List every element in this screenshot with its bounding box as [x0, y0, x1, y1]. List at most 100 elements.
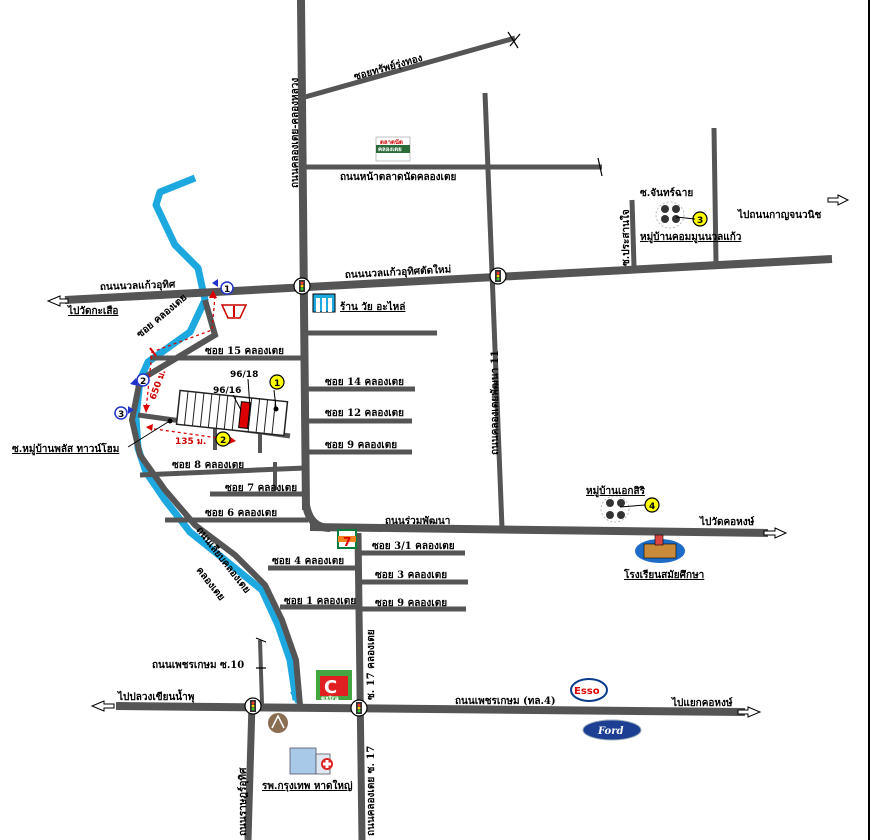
arrow-650-bot [143, 405, 150, 413]
ford-text: Ford [597, 726, 623, 737]
marker-2: 2 [215, 431, 231, 447]
right-frame-border [868, 0, 870, 840]
svg-text:2: 2 [140, 377, 146, 387]
traffic-light-1 [293, 277, 311, 295]
label-village-4: หมู่บ้านเอกสิริ [586, 485, 646, 498]
label-market-road: ถนนหน้าตลาดนัดคลองเตย [340, 171, 456, 183]
plot-label-96-18: 96/18 [230, 370, 258, 380]
road-rat-uthit [244, 703, 256, 840]
ford-icon [582, 719, 642, 741]
label-shop: ร้าน วัย อะไหล่ [340, 300, 405, 313]
bank-icon [268, 713, 288, 733]
label-school: โรงเรียนสมัยศึกษา [623, 568, 704, 581]
label-soi-4: ซอย 4 คลองเตย [272, 556, 344, 567]
market-sign-text-1: ตลาดนัด [380, 138, 403, 146]
shop-icon [312, 293, 336, 313]
traffic-light-4 [350, 699, 368, 717]
label-soi-9b: ซอย 9 คลองเตย [375, 598, 447, 609]
dist-135: 135 ม. [175, 437, 206, 447]
road-phet-kasem [115, 702, 746, 716]
road-prasan-jai [629, 199, 637, 267]
svg-text:2: 2 [220, 436, 226, 446]
esso-text: Esso [574, 686, 600, 697]
entry-3: 3 [114, 406, 134, 420]
label-soi-3: ซอย 3 คลองเตย [375, 570, 447, 581]
road-chan-chai [711, 127, 719, 263]
hospital-icon [289, 747, 333, 775]
label-to-wat-kalue: ไปวัดกะเสือ [67, 304, 118, 317]
label-chan-chai: ซ.จันทร์ฉาย [640, 187, 693, 199]
big-c-letter: C [324, 677, 337, 698]
svg-text:1: 1 [274, 379, 280, 389]
label-khlong-toei-north: ถนนคลองเตย-คลองหลวง [290, 78, 301, 188]
traffic-light-3 [244, 697, 262, 715]
leader-village-pulse [127, 421, 169, 448]
svg-text:3: 3 [697, 216, 703, 226]
label-village-3: หมู่บ้านคอมมูนนวลแก้ว [640, 231, 742, 244]
canal [132, 174, 300, 701]
label-to-khohong-junction: ไปแยกคอหงษ์ [671, 696, 733, 709]
label-to-kanchanawanich: ไปถนนกาญจนวนิช [737, 208, 821, 221]
soi-8 [139, 465, 306, 478]
road-riab-khlong-toei [128, 299, 303, 706]
arrow-east-icon [737, 706, 762, 718]
road-khlong-toei-11 [482, 92, 505, 529]
label-soi-9a: ซอย 9 คลองเตย [325, 440, 397, 451]
marker-3: 3 [692, 211, 708, 227]
road-end-marks [255, 31, 603, 669]
entry-1: 1 [212, 279, 234, 295]
label-soi-7: ซอย 7 คลองเตย [225, 483, 297, 494]
label-soi-8: ซอย 8 คลองเตย [172, 460, 244, 471]
market-sign-icon [375, 136, 411, 162]
seven-eleven-icon [337, 529, 357, 549]
label-ruam-phatthana: ถนนร่วมพัฒนา [385, 515, 450, 527]
leader-village-pulse-dot [167, 418, 173, 424]
marker-1: 1 [269, 374, 285, 390]
road-khlong-toei-main [297, 0, 310, 511]
big-c-extra: extra [321, 695, 339, 702]
arrow-650-top [209, 290, 217, 298]
svg-text:3: 3 [118, 410, 124, 420]
seven-eleven-text: 7 [343, 535, 351, 549]
arrow-west-icon [90, 700, 115, 712]
label-hospital: รพ.กรุงเทพ หาดใหญ่ [262, 779, 353, 792]
road-nawa-kaew [64, 255, 833, 304]
plot-leaders [232, 378, 277, 411]
label-village-pulse: ซ.หมู่บ้านพลัส ทาวน์โฮม [12, 442, 119, 456]
plot-label-96-16: 96/16 [213, 386, 241, 396]
leader-4 [619, 504, 646, 508]
plot-dot [273, 406, 279, 412]
road-phet-kasem-10 [258, 639, 264, 705]
label-soi-14: ซอย 14 คลองเตย [325, 377, 404, 388]
road-khlong-toei-17 [354, 532, 366, 840]
label-soi-6: ซอย 6 คลองเตย [205, 508, 277, 519]
arrow-west-icon [46, 295, 69, 307]
school-icon [635, 534, 685, 563]
label-prasan-jai: ซ.ประสานใจ [619, 209, 632, 266]
label-khlong-toei-canal: คลองเตย [194, 565, 227, 603]
esso-icon [570, 678, 608, 702]
label-soi-15: ซอย 15 คลองเตย [205, 346, 284, 357]
label-phet-kasem: ถนนเพชรเกษม (ทล.4) [455, 696, 556, 707]
target-unit [238, 401, 251, 430]
village-3-icon [655, 201, 685, 229]
road-sai-rung-thong [304, 35, 516, 100]
market-sign-text-2: คลองเตย [378, 146, 402, 153]
project-townhouses [175, 389, 289, 437]
traffic-light-2 [489, 267, 507, 285]
label-khlong-toei-11: ถนนคลองเตยพัฒนา 11 [489, 350, 501, 455]
label-to-plong: ไปปลวงเขียนน้ำพุ [117, 689, 195, 703]
label-to-wat-khohong: ไปวัดคอหงษ์ [699, 515, 755, 528]
road-ruam-phatthana [309, 523, 769, 537]
label-phet-kasem-10: ถนนเพชรเกษม ซ.10 [152, 660, 244, 671]
label-khlong-toei-17: ซ. 17 คลองเตย [366, 629, 377, 700]
entry-2: 2 [130, 373, 150, 387]
arrow-east-icon [763, 527, 788, 539]
label-soi-1: ซอย 1 คลองเตย [284, 596, 356, 607]
red-tick [149, 347, 157, 357]
honda-icon [220, 304, 248, 319]
arrow-135-left [146, 424, 153, 431]
svg-text:1: 1 [224, 285, 230, 295]
